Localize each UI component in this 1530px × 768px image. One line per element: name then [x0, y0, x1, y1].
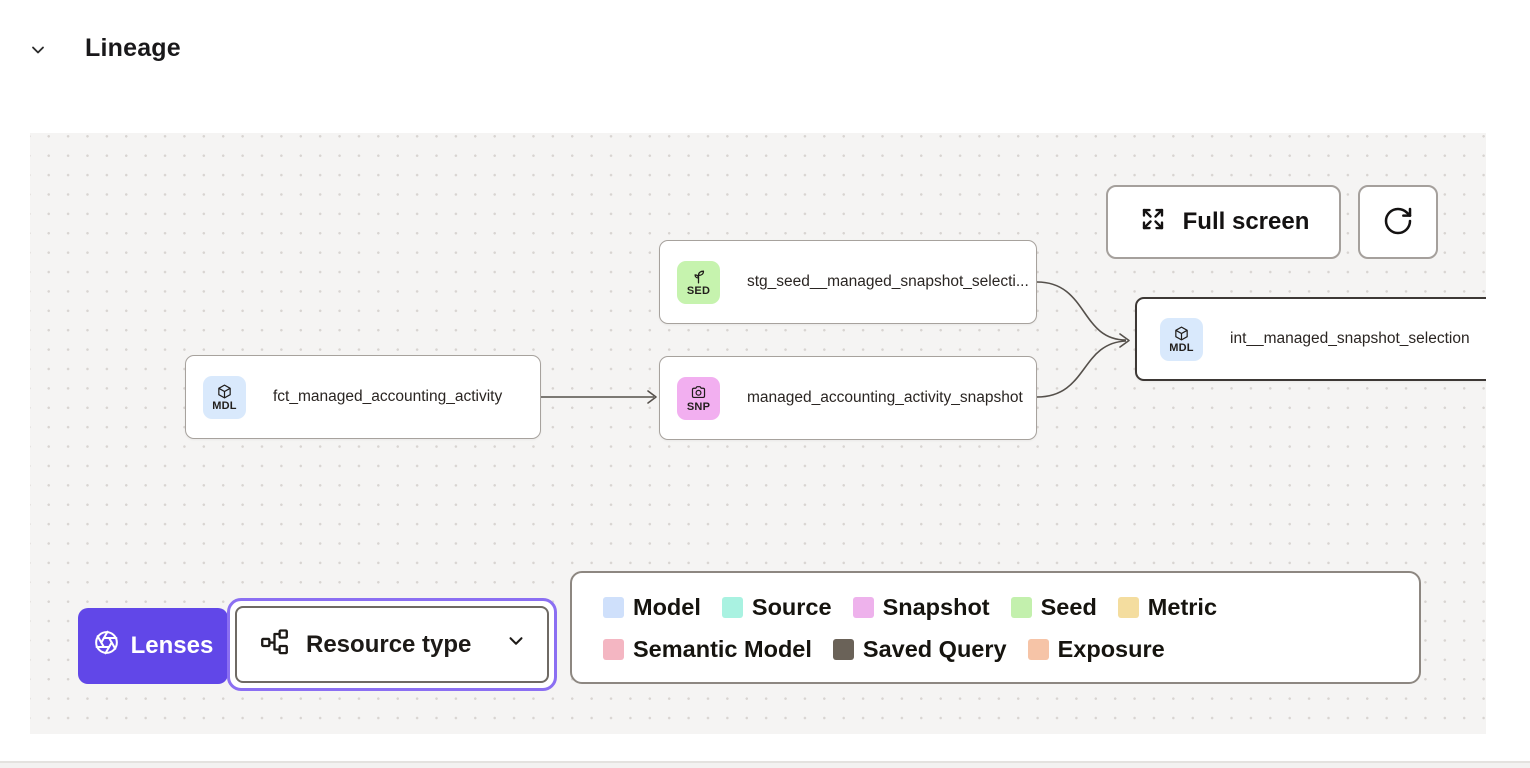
metric-swatch [1117, 596, 1139, 618]
badge-label: SED [686, 284, 711, 297]
bottom-strip [0, 763, 1530, 768]
badge-label: SNP [686, 400, 711, 413]
legend-item-exposure: Exposure [1027, 636, 1165, 663]
resource-type-dropdown[interactable]: Resource type [235, 606, 549, 683]
resource-type-focus-ring: Resource type [227, 598, 557, 691]
seedling-icon [690, 268, 707, 285]
badge-label: MDL [212, 399, 237, 412]
seed-swatch [1010, 596, 1032, 618]
source-swatch [721, 596, 743, 618]
legend-item-metric: Metric [1117, 594, 1217, 621]
model-swatch [603, 596, 624, 618]
legend-item-model: Model [603, 594, 701, 621]
legend-item-seed: Seed [1010, 594, 1097, 621]
full-screen-label: Full screen [1182, 208, 1310, 235]
legend-item-saved-query: Saved Query [832, 636, 1007, 663]
chevron-down-icon [505, 630, 527, 659]
node-label: stg_seed__managed_snapshot_selecti... [747, 273, 1029, 290]
collapse-section-button[interactable] [27, 40, 49, 62]
snapshot-badge: SNP [677, 376, 720, 420]
legend-row: Semantic Model Saved Query Exposure [603, 628, 1419, 670]
hierarchy-network-icon [259, 626, 290, 664]
aperture-icon [93, 629, 120, 663]
badge-label: MDL [1169, 341, 1194, 354]
expand-arrows-icon [1138, 204, 1168, 241]
saved-query-swatch [832, 638, 854, 660]
lineage-node-int-model-selected[interactable]: MDL int__managed_snapshot_selection [1135, 297, 1486, 381]
node-label: int__managed_snapshot_selection [1230, 330, 1470, 347]
lineage-node-fct-model[interactable]: MDL fct_managed_accounting_activity [185, 355, 541, 439]
node-label: fct_managed_accounting_activity [273, 388, 503, 405]
cube-icon [1173, 325, 1190, 342]
cube-icon [216, 383, 233, 400]
legend-row: Model Source Snapshot Seed Metric [603, 586, 1419, 628]
page-title: Lineage [85, 34, 181, 62]
legend-item-semantic-model: Semantic Model [603, 636, 812, 663]
lenses-label: Lenses [130, 632, 214, 659]
chevron-down-icon [28, 40, 48, 63]
lenses-button[interactable]: Lenses [78, 608, 228, 684]
legend-item-source: Source [721, 594, 832, 621]
node-label: managed_accounting_activity_snapshot [747, 389, 1023, 406]
bottom-divider [0, 761, 1530, 763]
resource-type-label: Resource type [306, 630, 472, 658]
exposure-swatch [1027, 638, 1049, 660]
snapshot-swatch [852, 596, 874, 618]
refresh-button[interactable] [1358, 185, 1438, 259]
seed-badge: SED [677, 260, 720, 304]
refresh-icon [1382, 205, 1414, 240]
lineage-node-snapshot[interactable]: SNP managed_accounting_activity_snapshot [659, 356, 1037, 440]
resource-type-legend: Model Source Snapshot Seed Metric Semant… [570, 571, 1421, 684]
legend-item-snapshot: Snapshot [852, 594, 990, 621]
semantic-model-swatch [603, 638, 624, 660]
camera-icon [690, 384, 707, 401]
lineage-node-stg-seed[interactable]: SED stg_seed__managed_snapshot_selecti..… [659, 240, 1037, 324]
model-badge: MDL [203, 375, 246, 419]
full-screen-button[interactable]: Full screen [1106, 185, 1341, 259]
model-badge: MDL [1160, 317, 1203, 361]
